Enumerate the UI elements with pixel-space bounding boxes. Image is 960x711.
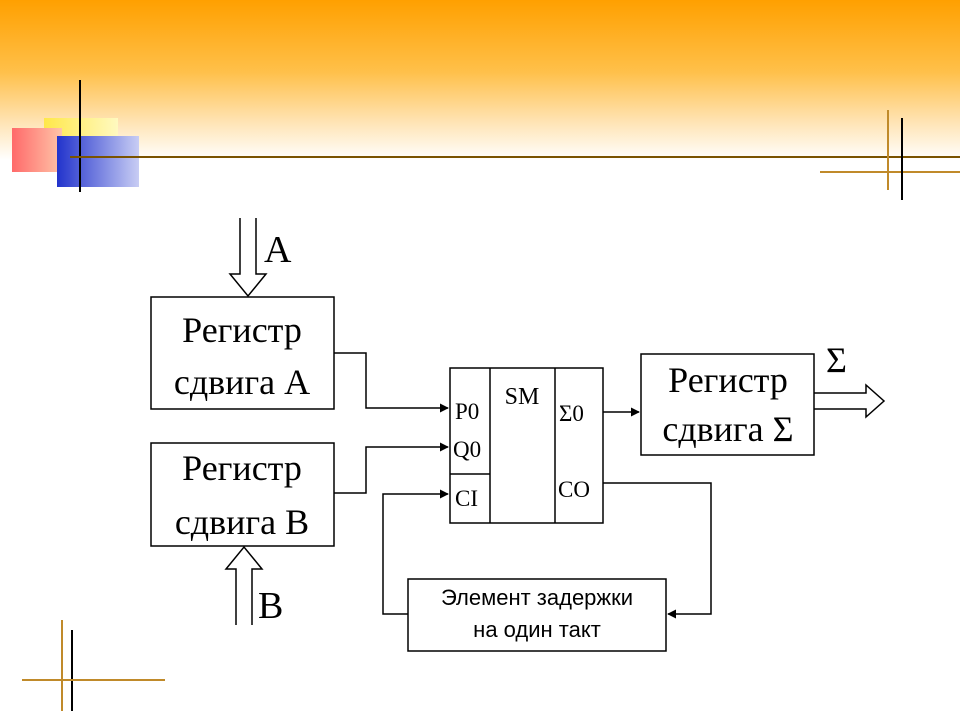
register-a-line1: Регистр <box>182 310 302 350</box>
register-a-line2: сдвига A <box>174 362 310 402</box>
adder-pin-p0: P0 <box>455 399 479 424</box>
register-sum-block: Регистр сдвига Σ <box>640 353 815 456</box>
adder-pin-ci: CI <box>455 486 478 511</box>
register-b-line1: Регистр <box>182 448 302 488</box>
adder-title: SM <box>505 384 540 410</box>
header-gradient-band <box>0 0 960 160</box>
deco-lines <box>22 80 960 711</box>
adder-pin-sum0: Σ0 <box>559 401 584 426</box>
wire-co-to-delay <box>603 482 712 619</box>
input-a-label: A <box>264 229 292 271</box>
wire-register-a-to-p0 <box>334 352 449 413</box>
output-arrow <box>814 383 886 419</box>
adder-pin-q0: Q0 <box>453 437 481 462</box>
wires <box>334 352 712 619</box>
wire-delay-to-ci <box>382 489 449 615</box>
register-b-block: Регистр сдвига B <box>150 442 335 547</box>
delay-element-block: Элемент задержки на один такт <box>407 578 667 652</box>
register-a-block: Регистр сдвига A <box>150 296 335 410</box>
deco-red-square <box>12 128 62 172</box>
deco-blue-square <box>57 136 139 187</box>
adder-pin-co: CO <box>558 477 590 502</box>
delay-line2: на один такт <box>473 617 601 642</box>
input-b-arrow <box>224 545 264 625</box>
register-sum-line1: Регистр <box>668 360 788 400</box>
output-label: Σ <box>826 340 847 380</box>
register-sum-line2: сдвига Σ <box>662 409 793 449</box>
register-b-line2: сдвига B <box>175 502 309 542</box>
delay-line1: Элемент задержки <box>441 585 633 610</box>
adder-block: SM P0 Q0 CI Σ0 CO <box>449 367 604 524</box>
input-b-label: B <box>258 585 283 627</box>
wire-register-b-to-q0 <box>334 442 449 494</box>
input-a-arrow <box>228 218 268 298</box>
